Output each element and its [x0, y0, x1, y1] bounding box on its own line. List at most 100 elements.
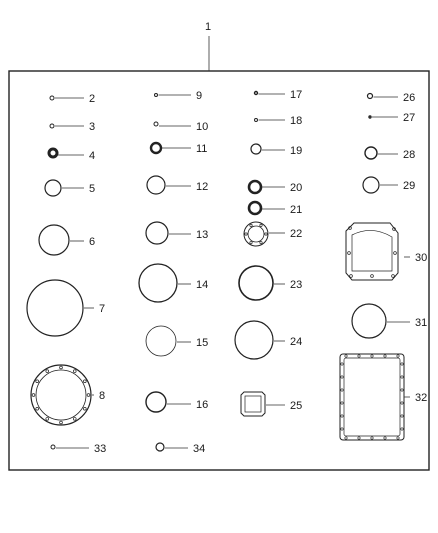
part-18: 18 [254, 115, 302, 127]
square-gasket-outline [240, 391, 266, 417]
seal-ring-3 [49, 123, 55, 129]
square-gasket-inner [244, 395, 262, 413]
bolt-hole [340, 375, 344, 379]
part-2: 2 [49, 93, 95, 105]
bolt-hole [264, 232, 268, 236]
bolt-hole [370, 274, 374, 278]
seal-ring-26 [366, 92, 374, 100]
seal-ring-21 [247, 200, 263, 216]
part-29: 29 [362, 176, 415, 194]
callout-number-28: 28 [403, 149, 415, 161]
seal-ring-18 [254, 118, 258, 122]
seal-ring-28 [364, 146, 378, 160]
callout-number-3: 3 [89, 121, 95, 133]
part-32: 32 [339, 353, 427, 441]
bolt-hole [347, 251, 351, 255]
callout-number-15: 15 [196, 337, 208, 349]
seal-ring-17 [253, 90, 259, 96]
part-24: 24 [234, 320, 302, 360]
bolt-hole [340, 362, 344, 366]
callout-number-23: 23 [290, 279, 302, 291]
callout-number-9: 9 [196, 90, 202, 102]
bolt-hole [259, 223, 263, 227]
bolt-hole [400, 388, 404, 392]
part-34: 34 [155, 442, 205, 455]
seal-ring-15 [145, 325, 177, 357]
part-22: 22 [243, 221, 302, 247]
part-12: 12 [146, 175, 208, 195]
gasket-inner-22 [247, 225, 265, 243]
callout-number-8: 8 [99, 390, 105, 402]
seal-ring-6 [38, 224, 70, 256]
part-3: 3 [49, 121, 95, 133]
part-16: 16 [145, 391, 208, 413]
callout-number-24: 24 [290, 336, 302, 348]
kit-frame [8, 70, 430, 471]
bolt-hole [86, 393, 91, 397]
bolt-hole [370, 436, 374, 440]
gasket-inner-8 [35, 369, 87, 421]
part-7: 7 [26, 279, 105, 337]
seal-ring-19 [250, 143, 262, 155]
bolt-hole [400, 362, 404, 366]
bolt-hole [83, 407, 87, 411]
seal-ring-29 [362, 176, 380, 194]
part-13: 13 [145, 221, 208, 245]
part-8: 8 [30, 364, 105, 426]
part-4: 4 [47, 147, 95, 162]
callout-number-19: 19 [290, 145, 302, 157]
callout-number-16: 16 [196, 399, 208, 411]
seal-ring-12 [146, 175, 166, 195]
bolt-hole [35, 407, 39, 411]
callout-number-17: 17 [290, 89, 302, 101]
callout-number-27: 27 [403, 112, 415, 124]
seal-ring-9 [154, 93, 158, 97]
seal-ring-5 [44, 179, 62, 197]
callout-number-33: 33 [94, 443, 106, 455]
case-gasket-outline [345, 222, 399, 281]
callout-number-2: 2 [89, 93, 95, 105]
part-15: 15 [145, 325, 208, 357]
bolt-hole [400, 414, 404, 418]
callout-number-30: 30 [415, 252, 427, 264]
seal-ring-27 [368, 115, 372, 119]
callout-number-31: 31 [415, 317, 427, 329]
part-9: 9 [154, 90, 202, 102]
part-20: 20 [247, 179, 302, 195]
part-33: 33 [50, 443, 106, 455]
bolt-hole [59, 365, 63, 370]
callout-number-12: 12 [196, 181, 208, 193]
part-11: 11 [149, 141, 207, 155]
callout-number-29: 29 [403, 180, 415, 192]
seal-ring-20 [247, 179, 263, 195]
part-26: 26 [366, 92, 415, 104]
bolt-hole [83, 379, 87, 384]
part-14: 14 [138, 263, 208, 303]
gasket-outer-8 [30, 364, 92, 426]
bolt-hole [244, 232, 248, 236]
bolt-hole [344, 354, 348, 358]
bolt-hole [392, 227, 396, 231]
bolt-hole [72, 417, 77, 421]
callout-number-34: 34 [193, 443, 205, 455]
pan-gasket-outline [339, 353, 405, 441]
callout-number-11: 11 [196, 143, 207, 155]
bolt-hole [400, 427, 404, 431]
callout-number-4: 4 [89, 150, 95, 162]
seal-ring-16 [145, 391, 167, 413]
bolt-hole [348, 226, 352, 230]
bolt-hole [45, 417, 49, 421]
bolt-hole [383, 354, 387, 358]
seal-ring-34 [155, 442, 165, 452]
seal-ring-31 [351, 303, 387, 339]
bolt-hole [340, 388, 344, 392]
seal-ring-33 [50, 444, 56, 450]
bolt-hole [393, 251, 397, 255]
callout-number-21: 21 [290, 204, 302, 216]
callout-number-26: 26 [403, 92, 415, 104]
part-19: 19 [250, 143, 302, 157]
callout-number-25: 25 [290, 400, 302, 412]
bolt-hole [391, 274, 395, 278]
bolt-hole [31, 393, 36, 397]
